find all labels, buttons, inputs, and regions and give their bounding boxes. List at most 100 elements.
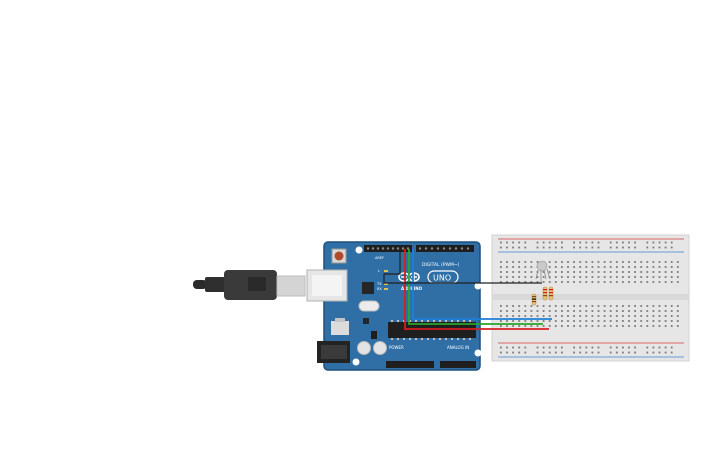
breadboard-hole[interactable] (567, 281, 569, 283)
breadboard-hole[interactable] (518, 246, 521, 249)
breadboard-hole[interactable] (561, 281, 563, 283)
breadboard-hole[interactable] (542, 271, 545, 273)
breadboard-hole[interactable] (628, 246, 630, 249)
breadboard-hole[interactable] (506, 305, 508, 307)
breadboard-hole[interactable] (506, 325, 508, 327)
breadboard-hole[interactable] (579, 271, 582, 273)
breadboard-hole[interactable] (573, 271, 575, 273)
breadboard-hole[interactable] (506, 315, 508, 317)
breadboard-hole[interactable] (554, 351, 557, 354)
breadboard-hole[interactable] (646, 320, 649, 322)
breadboard-hole[interactable] (634, 271, 636, 273)
breadboard-hole[interactable] (506, 346, 508, 349)
breadboard-hole[interactable] (585, 271, 588, 273)
breadboard-hole[interactable] (609, 351, 612, 354)
breadboard-hole[interactable] (670, 261, 673, 263)
breadboard-hole[interactable] (622, 266, 624, 268)
resistor-icon[interactable] (531, 293, 537, 306)
breadboard-hole[interactable] (530, 305, 533, 307)
breadboard-hole[interactable] (561, 246, 563, 249)
breadboard-hole[interactable] (561, 315, 563, 317)
breadboard-hole[interactable] (548, 271, 551, 273)
breadboard-hole[interactable] (597, 325, 600, 327)
breadboard-hole[interactable] (597, 276, 600, 278)
breadboard-hole[interactable] (664, 261, 667, 263)
breadboard-hole[interactable] (615, 246, 618, 249)
breadboard-hole[interactable] (530, 276, 533, 278)
breadboard-hole[interactable] (609, 310, 612, 312)
breadboard-hole[interactable] (609, 305, 612, 307)
breadboard-hole[interactable] (652, 271, 655, 273)
breadboard-hole[interactable] (591, 325, 594, 327)
breadboard-hole[interactable] (536, 315, 539, 317)
breadboard-hole[interactable] (609, 271, 612, 273)
breadboard-hole[interactable] (658, 320, 661, 322)
breadboard-hole[interactable] (524, 305, 527, 307)
breadboard-hole[interactable] (597, 351, 600, 354)
resistors[interactable] (531, 286, 554, 306)
breadboard-hole[interactable] (640, 271, 643, 273)
breadboard-hole[interactable] (524, 246, 527, 249)
breadboard-hole[interactable] (542, 315, 545, 317)
breadboard-hole[interactable] (536, 325, 539, 327)
breadboard-hole[interactable] (567, 325, 569, 327)
breadboard-hole[interactable] (506, 261, 508, 263)
breadboard-hole[interactable] (518, 261, 521, 263)
breadboard-hole[interactable] (646, 271, 649, 273)
breadboard-hole[interactable] (652, 281, 655, 283)
breadboard-hole[interactable] (500, 346, 502, 349)
breadboard-hole[interactable] (609, 320, 612, 322)
rgb-led[interactable] (535, 260, 551, 283)
breadboard-hole[interactable] (634, 310, 636, 312)
breadboard-hole[interactable] (579, 261, 582, 263)
breadboard-hole[interactable] (609, 346, 612, 349)
breadboard-hole[interactable] (554, 325, 557, 327)
breadboard-hole[interactable] (634, 320, 636, 322)
breadboard-hole[interactable] (579, 281, 582, 283)
wire-red[interactable] (404, 249, 549, 330)
breadboard-hole[interactable] (530, 325, 533, 327)
breadboard-hole[interactable] (567, 310, 569, 312)
breadboard-hole[interactable] (615, 281, 618, 283)
breadboard-hole[interactable] (554, 305, 557, 307)
breadboard-hole[interactable] (573, 241, 575, 244)
breadboard-hole[interactable] (646, 241, 649, 244)
breadboard-hole[interactable] (567, 315, 569, 317)
breadboard-hole[interactable] (628, 320, 630, 322)
breadboard-hole[interactable] (579, 325, 582, 327)
breadboard-hole[interactable] (603, 305, 606, 307)
breadboard-hole[interactable] (622, 241, 624, 244)
breadboard-hole[interactable] (512, 276, 514, 278)
breadboard-hole[interactable] (652, 261, 655, 263)
breadboard-hole[interactable] (524, 266, 527, 268)
breadboard-hole[interactable] (548, 261, 551, 263)
breadboard-hole[interactable] (573, 276, 575, 278)
breadboard-hole[interactable] (518, 241, 521, 244)
breadboard-hole[interactable] (676, 320, 679, 322)
breadboard-hole[interactable] (500, 315, 502, 317)
breadboard-hole[interactable] (664, 315, 667, 317)
breadboard-hole[interactable] (676, 261, 679, 263)
breadboard-hole[interactable] (591, 320, 594, 322)
breadboard-hole[interactable] (548, 315, 551, 317)
breadboard-hole[interactable] (512, 310, 514, 312)
breadboard-hole[interactable] (536, 351, 539, 354)
breadboard-hole[interactable] (512, 271, 514, 273)
breadboard-hole[interactable] (634, 305, 636, 307)
breadboard-hole[interactable] (652, 351, 655, 354)
breadboard-hole[interactable] (615, 241, 618, 244)
breadboard-hole[interactable] (646, 315, 649, 317)
breadboard-hole[interactable] (670, 266, 673, 268)
breadboard-hole[interactable] (561, 305, 563, 307)
breadboard-hole[interactable] (554, 281, 557, 283)
breadboard-hole[interactable] (536, 261, 539, 263)
breadboard-hole[interactable] (524, 320, 527, 322)
breadboard-hole[interactable] (585, 276, 588, 278)
breadboard-hole[interactable] (536, 310, 539, 312)
breadboard-hole[interactable] (615, 276, 618, 278)
breadboard-hole[interactable] (609, 276, 612, 278)
breadboard-hole[interactable] (603, 276, 606, 278)
breadboard-hole[interactable] (658, 281, 661, 283)
breadboard-hole[interactable] (646, 281, 649, 283)
breadboard-hole[interactable] (646, 346, 649, 349)
